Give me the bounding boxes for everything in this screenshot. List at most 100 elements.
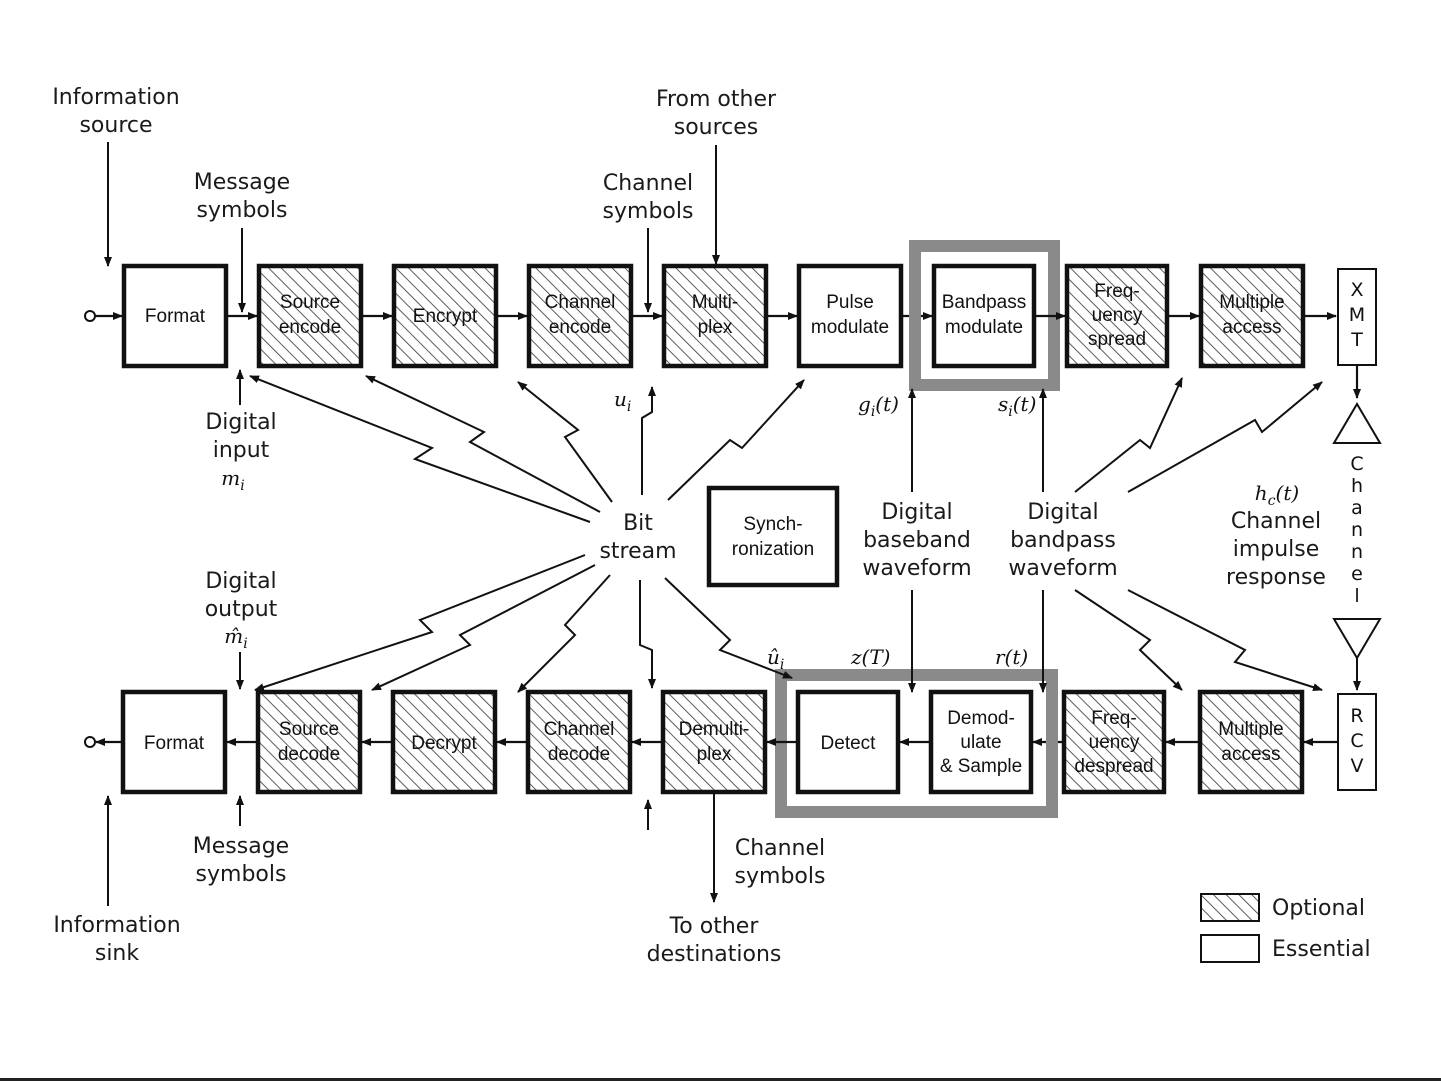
frequency-spread-label-3: spread	[1088, 329, 1146, 350]
detect-block: Detect	[795, 689, 901, 795]
tx-format-label: Format	[145, 306, 206, 327]
g-i-t-label: gi(t)	[858, 392, 899, 420]
frequency-spread-label-1: Freq-	[1094, 281, 1139, 302]
svg-text:sources: sources	[674, 115, 759, 140]
rx-format-block: Format	[120, 689, 228, 795]
svg-text:Synch-: Synch-	[743, 514, 802, 535]
svg-text:e: e	[1351, 563, 1363, 585]
tx-multiple-access-label-1: Multiple	[1219, 292, 1284, 313]
channel-decode-block: Channel decode	[525, 689, 633, 795]
rx-format-label: Format	[144, 733, 205, 754]
frequency-despread-label-2: uency	[1089, 732, 1140, 753]
svg-text:output: output	[205, 597, 278, 622]
receive-output-terminal	[84, 736, 96, 748]
svg-text:n: n	[1351, 519, 1363, 541]
bandpass-modulate-label-2: modulate	[945, 317, 1023, 338]
channel-decode-label-1: Channel	[544, 719, 615, 740]
svg-text:Channel: Channel	[735, 836, 825, 861]
svg-text:C: C	[1350, 730, 1363, 752]
multiplex-label-1: Multi-	[692, 292, 738, 313]
digital-output-label: Digital output m̂i	[205, 569, 278, 652]
rx-multiple-access-block: Multiple access	[1197, 689, 1305, 795]
message-symbols-bottom-label: Message symbols	[193, 834, 289, 887]
bit-stream-connections	[249, 375, 1323, 693]
svg-text:response: response	[1226, 565, 1326, 590]
u-hat-i-label: ûi	[767, 645, 784, 673]
xmt-block: X M T	[1337, 268, 1377, 366]
svg-text:Bit: Bit	[623, 511, 653, 536]
u-i-label: ui	[614, 387, 631, 415]
svg-text:l: l	[1354, 585, 1359, 607]
s-i-t-label: si(t)	[998, 392, 1036, 420]
svg-text:R: R	[1350, 705, 1363, 727]
svg-text:Message: Message	[193, 834, 289, 859]
demodulate-label-2: ulate	[960, 732, 1001, 753]
to-other-destinations-label: To other destinations	[647, 914, 782, 967]
legend-optional-label: Optional	[1272, 896, 1365, 921]
message-symbols-top-label: Message symbols	[194, 170, 290, 223]
demodulate-label-3: & Sample	[940, 756, 1022, 777]
svg-text:T: T	[1350, 329, 1363, 351]
detect-label: Detect	[821, 733, 877, 754]
demodulate-sample-block: Demod- ulate & Sample	[928, 689, 1034, 795]
svg-text:mi: mi	[221, 466, 244, 494]
bit-stream-label: Bit stream	[599, 511, 676, 564]
rx-multiple-access-label-1: Multiple	[1218, 719, 1283, 740]
receive-antenna-icon	[1332, 618, 1382, 660]
svg-text:h: h	[1351, 475, 1363, 497]
channel-symbols-top-label: Channel symbols	[603, 171, 694, 224]
svg-text:source: source	[79, 113, 152, 138]
tx-format-block: Format	[121, 263, 229, 369]
legend-optional-swatch	[1200, 893, 1260, 922]
source-decode-block: Source decode	[255, 689, 363, 795]
svg-text:symbols: symbols	[603, 199, 694, 224]
frequency-spread-block: Freq- uency spread	[1064, 263, 1170, 369]
svg-text:symbols: symbols	[735, 864, 826, 889]
svg-text:Digital: Digital	[205, 569, 276, 594]
svg-text:a: a	[1351, 497, 1363, 519]
source-decode-label-2: decode	[278, 744, 340, 765]
frequency-despread-label-1: Freq-	[1091, 708, 1136, 729]
synchronization-block: Synch- ronization	[706, 485, 840, 588]
channel-encode-label-2: encode	[549, 317, 611, 338]
svg-text:X: X	[1350, 279, 1363, 301]
pulse-modulate-label-1: Pulse	[826, 292, 874, 313]
bandpass-modulate-label-1: Bandpass	[942, 292, 1027, 313]
digital-baseband-waveform-label: Digital baseband waveform	[862, 500, 971, 581]
source-encode-block: Source encode	[256, 263, 364, 369]
encrypt-block: Encrypt	[391, 263, 499, 369]
frequency-despread-block: Freq- uency despread	[1061, 689, 1167, 795]
svg-text:input: input	[213, 438, 270, 463]
svg-text:Information: Information	[53, 913, 180, 938]
channel-encode-label-1: Channel	[545, 292, 616, 313]
svg-text:stream: stream	[599, 539, 676, 564]
r-t-label: r(t)	[995, 645, 1028, 669]
encrypt-label: Encrypt	[413, 306, 478, 327]
svg-text:Message: Message	[194, 170, 290, 195]
svg-text:symbols: symbols	[197, 198, 288, 223]
channel-impulse-response-label: hc(t) Channel impulse response	[1226, 481, 1326, 590]
svg-text:Channel: Channel	[603, 171, 693, 196]
svg-text:destinations: destinations	[647, 942, 782, 967]
channel-encode-block: Channel encode	[526, 263, 634, 369]
svg-text:m̂i: m̂i	[224, 624, 247, 652]
multiplex-label-2: plex	[698, 317, 733, 338]
svg-text:baseband: baseband	[863, 528, 971, 553]
frequency-despread-label-3: despread	[1074, 756, 1153, 777]
transmit-input-terminal	[84, 310, 96, 322]
svg-text:Digital: Digital	[1027, 500, 1098, 525]
svg-text:From other: From other	[656, 87, 777, 112]
tx-multiple-access-label-2: access	[1222, 317, 1281, 338]
svg-text:M: M	[1349, 304, 1365, 326]
information-sink-label: Information sink	[53, 913, 180, 966]
demultiplex-label-2: plex	[697, 744, 732, 765]
svg-text:Information: Information	[52, 85, 179, 110]
pulse-modulate-block: Pulse modulate	[796, 263, 904, 369]
legend-essential-swatch	[1200, 934, 1260, 963]
svg-text:Channel: Channel	[1231, 509, 1321, 534]
information-source-label: Information source	[52, 85, 179, 138]
decrypt-label: Decrypt	[411, 733, 477, 754]
tx-multiple-access-block: Multiple access	[1198, 263, 1306, 369]
pulse-modulate-label-2: modulate	[811, 317, 889, 338]
